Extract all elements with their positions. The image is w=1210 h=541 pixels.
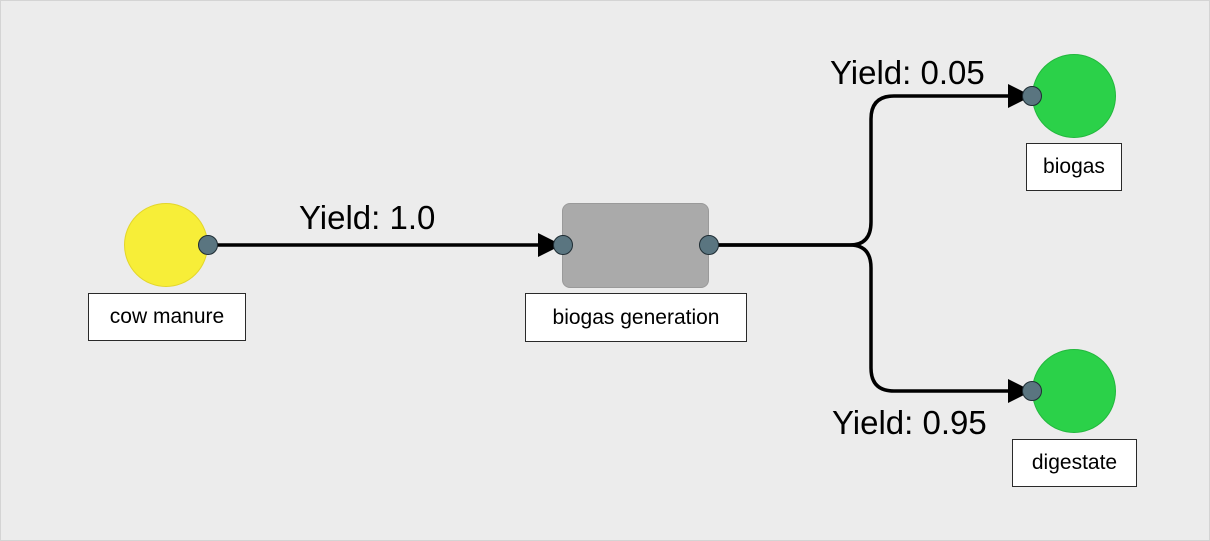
edge-biogas-generation-to-biogas[interactable]	[709, 94, 1010, 247]
input-port[interactable]	[1022, 86, 1042, 106]
input-port[interactable]	[553, 235, 573, 255]
input-port[interactable]	[1022, 381, 1042, 401]
biogas-generation-node[interactable]	[562, 203, 709, 288]
arrowhead-icon	[1008, 84, 1032, 108]
cow-manure-label: cow manure	[88, 293, 246, 341]
edge-label-biogas: Yield: 0.05	[830, 54, 985, 91]
digestate-node[interactable]	[1032, 349, 1116, 433]
cow-manure-node[interactable]	[124, 203, 208, 287]
digestate-label: digestate	[1012, 439, 1137, 487]
output-port[interactable]	[699, 235, 719, 255]
edge-label-cow-manure: Yield: 1.0	[299, 199, 436, 236]
output-port[interactable]	[198, 235, 218, 255]
edge-biogas-generation-to-digestate[interactable]	[709, 243, 1010, 393]
arrowhead-icon	[1008, 379, 1032, 403]
biogas-generation-label: biogas generation	[525, 293, 747, 342]
arrowhead-icon	[538, 233, 562, 257]
edge-label-digestate: Yield: 0.95	[832, 404, 987, 441]
biogas-node[interactable]	[1032, 54, 1116, 138]
biogas-label: biogas	[1026, 143, 1122, 191]
